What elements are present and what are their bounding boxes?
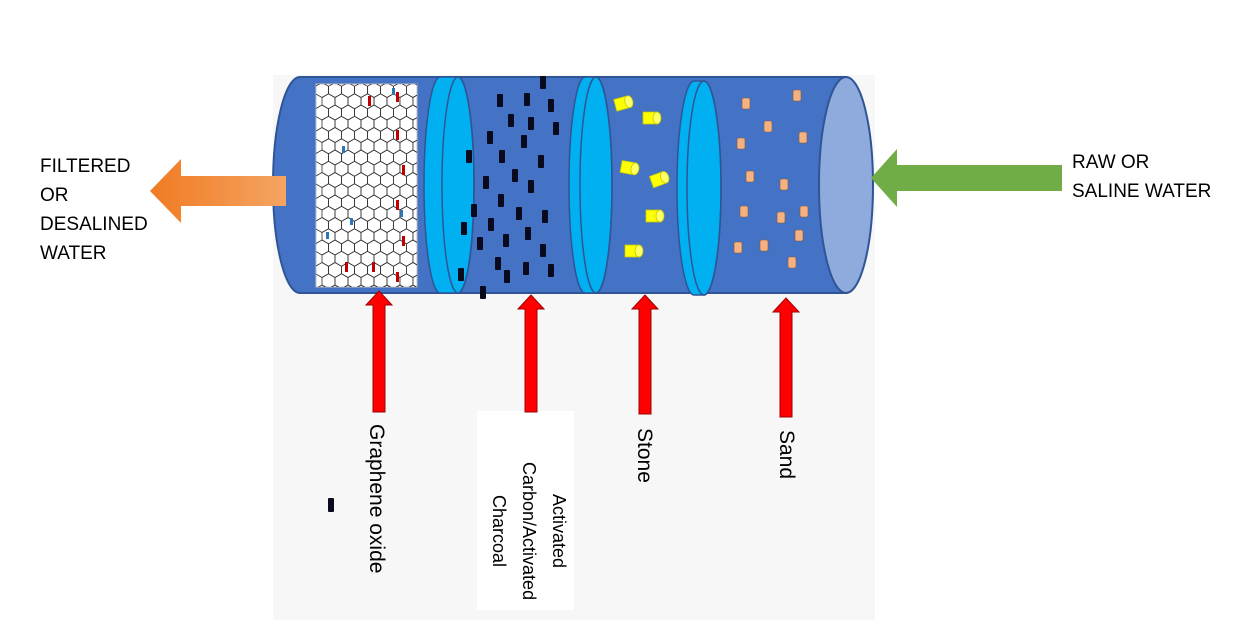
graphene-hexagon	[356, 284, 366, 287]
stone-particle	[642, 111, 662, 125]
graphene-hexagon	[408, 284, 417, 287]
sand-particle	[776, 211, 786, 224]
carbon-label-box	[477, 411, 574, 610]
sand-particle	[736, 137, 746, 150]
carbon-particle	[512, 169, 518, 182]
carbon-particle	[461, 222, 467, 235]
pointer-arrow-sand	[771, 297, 801, 418]
sand-particle	[792, 89, 802, 102]
hexagon-lattice-icon	[316, 84, 417, 287]
graphene-cooh-group	[396, 200, 399, 210]
carbon-particle	[487, 131, 493, 144]
carbon-particles	[458, 76, 559, 299]
carbon-particle	[480, 286, 486, 299]
layer-label-graphene-oxide: Graphene oxide	[365, 424, 388, 574]
carbon-particle	[524, 93, 530, 106]
sand-particles	[733, 89, 809, 269]
stray-carbon-particle	[328, 498, 334, 512]
carbon-particle	[471, 204, 477, 217]
inlet-arrow-icon	[871, 149, 1062, 207]
sand-particle	[787, 256, 797, 269]
graphene-hexagon	[317, 284, 327, 287]
sand-particle	[779, 178, 789, 191]
carbon-particle	[498, 194, 504, 207]
sand-particle	[745, 170, 755, 183]
stone-particle	[645, 209, 665, 223]
graphene-hexagon	[369, 284, 379, 287]
carbon-particle	[521, 135, 527, 148]
stone-particle	[624, 244, 644, 258]
stone-particle	[648, 171, 670, 189]
carbon-particle	[553, 122, 559, 135]
pointer-arrow-stone	[630, 294, 660, 415]
sand-particle	[798, 131, 808, 144]
graphene-hexagon	[343, 284, 353, 287]
layer-label-stone: Stone	[633, 428, 656, 483]
graphene-cooh-group	[345, 262, 348, 272]
sand-particle	[733, 241, 743, 254]
carbon-particle	[488, 218, 494, 231]
graphene-oh-group	[392, 88, 395, 95]
separator-disc-2	[568, 76, 613, 294]
carbon-particle	[497, 94, 503, 107]
stone-particles	[613, 95, 670, 258]
graphene-hexagon	[330, 284, 340, 287]
tube-end-cap	[818, 76, 874, 294]
carbon-particle	[540, 76, 546, 89]
graphene-cooh-group	[396, 92, 399, 102]
carbon-particle	[525, 227, 531, 240]
graphene-hexagon	[382, 284, 392, 287]
graphene-cooh-group	[396, 130, 399, 140]
graphene-cooh-group	[372, 262, 375, 272]
pointer-arrow-graphene	[364, 290, 394, 413]
carbon-particle	[503, 234, 509, 247]
carbon-particle	[528, 117, 534, 130]
carbon-particle	[516, 207, 522, 220]
graphene-cooh-group	[402, 165, 405, 175]
graphene-cooh-group	[402, 236, 405, 246]
outlet-arrow-icon	[150, 159, 286, 223]
carbon-particle	[477, 237, 483, 250]
graphene-oh-group	[342, 146, 345, 153]
stone-particle	[619, 160, 640, 176]
separator-disc-3	[676, 80, 722, 296]
sand-particle	[739, 205, 749, 218]
carbon-particle	[540, 244, 546, 257]
stone-particle	[613, 95, 634, 112]
carbon-particle	[508, 114, 514, 127]
graphene-cooh-group	[396, 272, 399, 282]
graphene-cooh-group	[368, 96, 371, 106]
pointer-arrows	[364, 290, 801, 418]
sand-particle	[799, 205, 809, 218]
separator-disc-1	[423, 76, 475, 294]
carbon-particle	[548, 264, 554, 277]
inlet-label: RAW OR SALINE WATER	[1072, 152, 1212, 202]
carbon-particle	[528, 180, 534, 193]
sand-particle	[759, 239, 769, 252]
layer-label-activated-carbon: Activated Carbon/Activated Charcoal	[489, 462, 569, 601]
carbon-particle	[523, 262, 529, 275]
sand-particle	[763, 120, 773, 133]
carbon-particle	[538, 155, 544, 168]
carbon-particle	[466, 150, 472, 163]
layer-label-sand: Sand	[775, 430, 798, 480]
outlet-label: FILTERED OR DESALINED WATER	[40, 156, 148, 264]
carbon-particle	[483, 176, 489, 189]
sand-particle	[794, 229, 804, 242]
graphene-hexagon	[395, 284, 405, 287]
carbon-particle	[548, 99, 554, 112]
graphene-oh-group	[350, 218, 353, 225]
graphene-sheet	[315, 83, 418, 288]
carbon-particle	[499, 150, 505, 163]
carbon-particle	[495, 257, 501, 270]
graphene-oh-group	[400, 210, 403, 217]
pointer-arrow-carbon	[516, 294, 546, 413]
carbon-particle	[458, 268, 464, 281]
carbon-particle	[542, 210, 548, 223]
graphene-oh-group	[326, 232, 329, 239]
carbon-particle	[504, 270, 510, 283]
sand-particle	[741, 97, 751, 110]
